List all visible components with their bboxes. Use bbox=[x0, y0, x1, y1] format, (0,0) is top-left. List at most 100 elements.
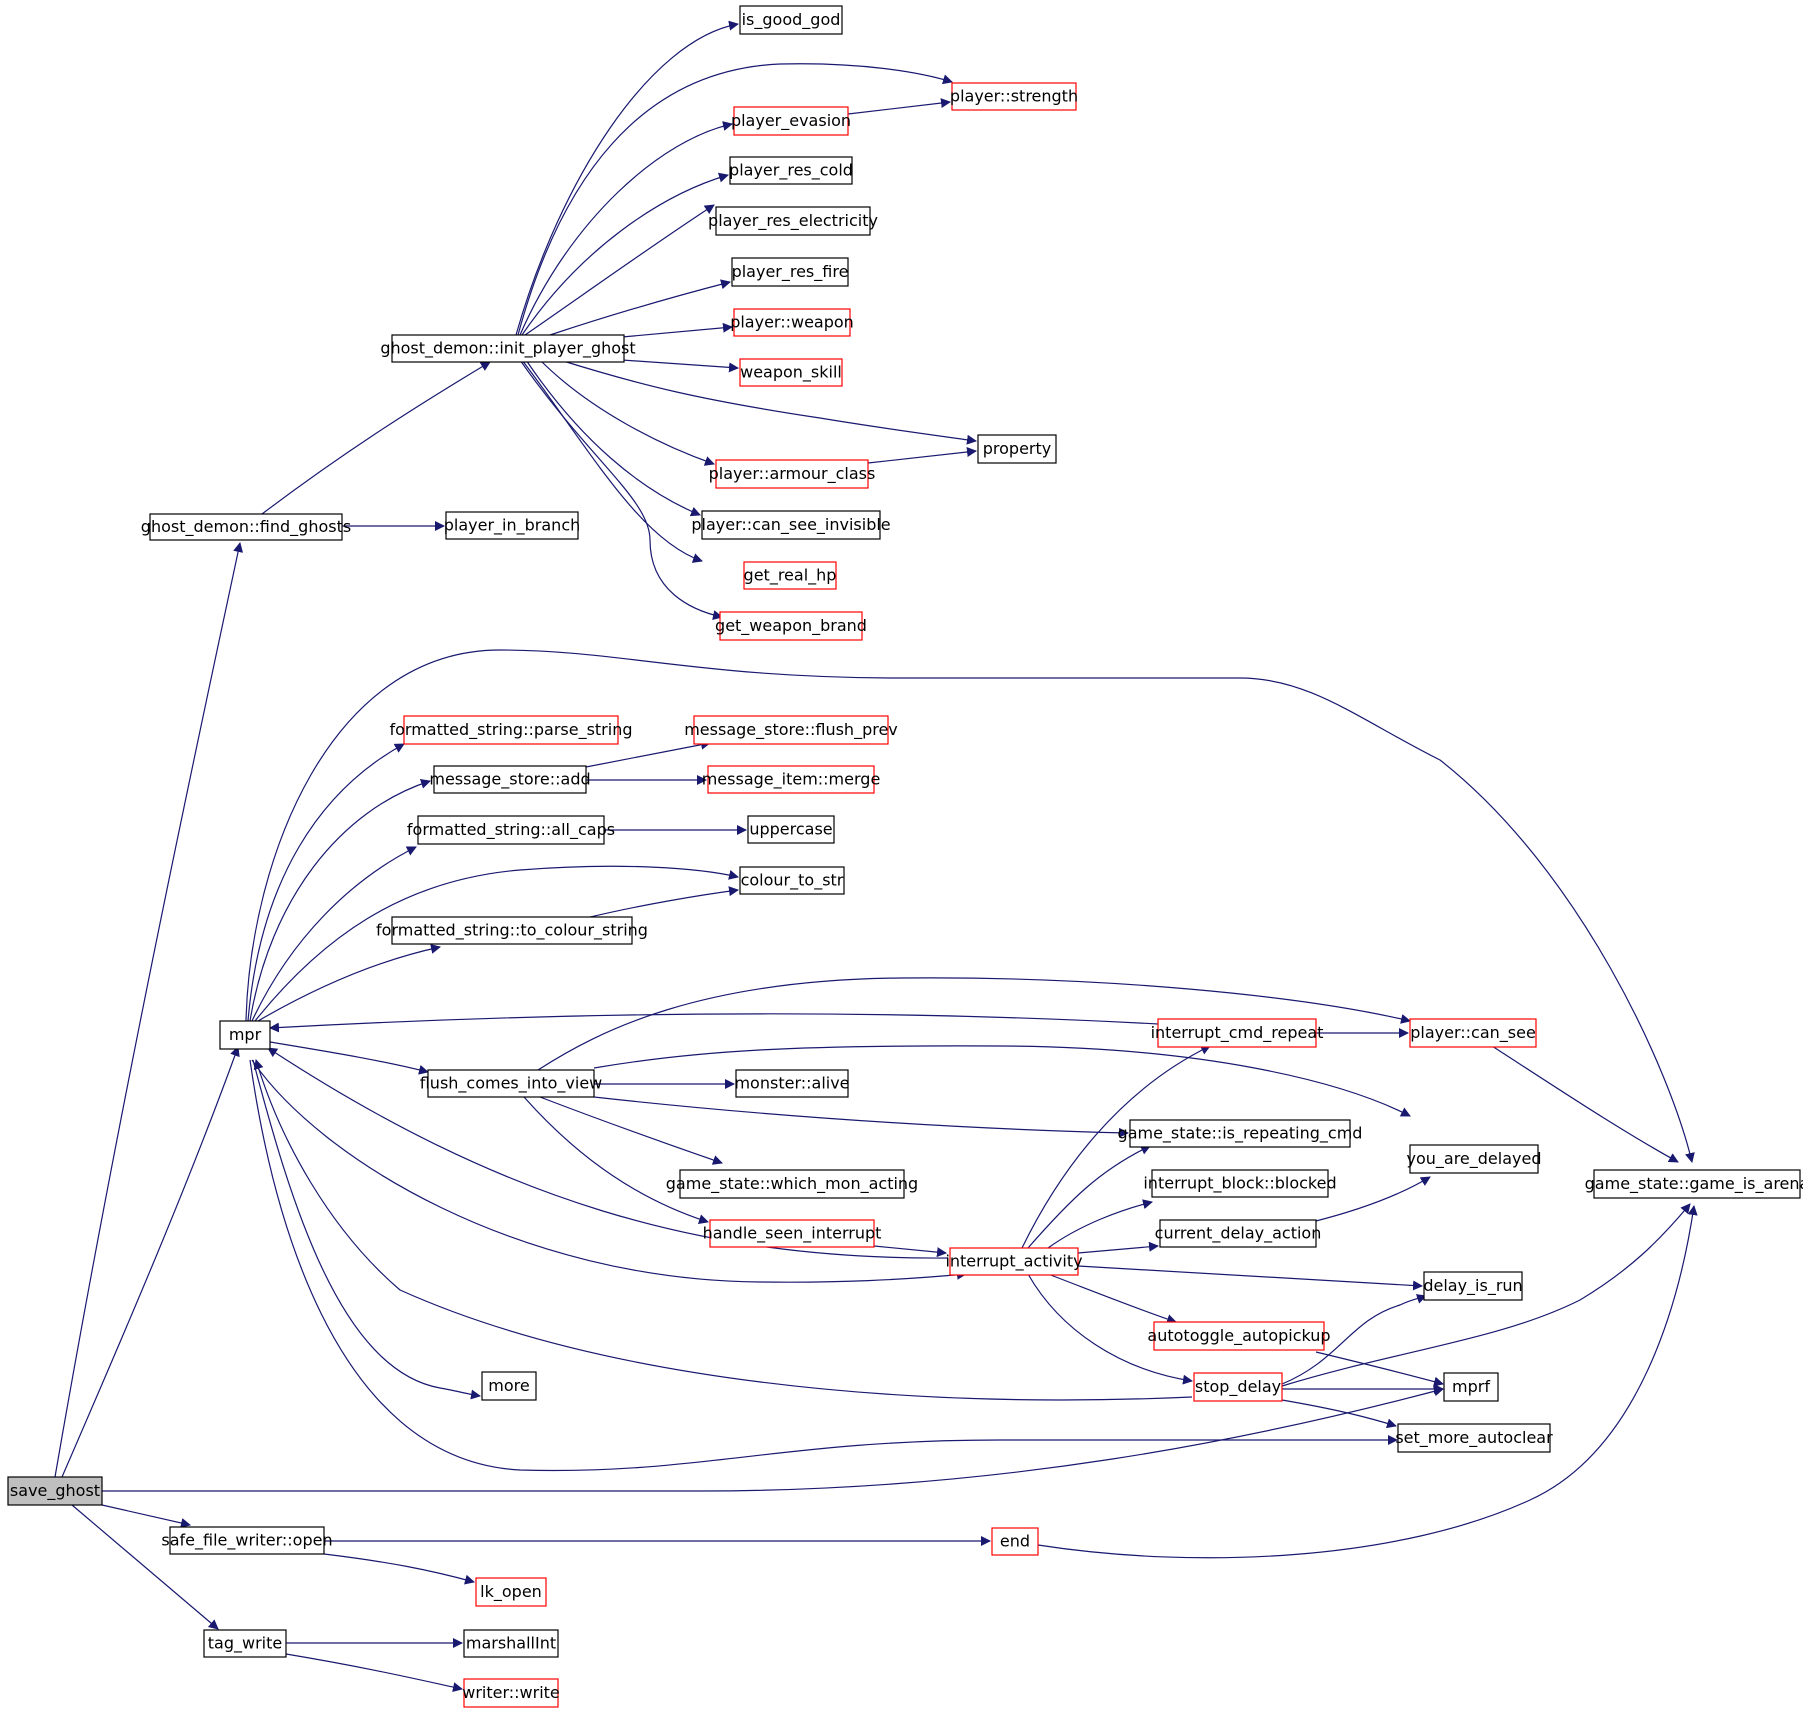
node-box bbox=[747, 815, 835, 844]
node-box bbox=[739, 5, 843, 35]
node-player-res-cold[interactable]: player_res_cold bbox=[729, 156, 853, 185]
node-player-armour-class[interactable]: player::armour_class bbox=[709, 459, 876, 489]
node-get-weapon-brand[interactable]: get_weapon_brand bbox=[715, 611, 867, 641]
edge-save-ghost-to-mprf bbox=[102, 1386, 1444, 1492]
node-autotoggle-autopickup[interactable]: autotoggle_autopickup bbox=[1147, 1321, 1331, 1351]
edge-player-armour-class-to-property bbox=[867, 447, 977, 464]
node-player-evasion[interactable]: player_evasion bbox=[731, 106, 851, 136]
node-box bbox=[417, 815, 605, 845]
node-label: mprf bbox=[1452, 1377, 1490, 1396]
node-player-in-branch[interactable]: player_in_branch bbox=[444, 511, 581, 540]
node-all-caps[interactable]: formatted_string::all_caps bbox=[407, 815, 615, 845]
node-box bbox=[1159, 1219, 1317, 1248]
node-current-delay-action[interactable]: current_delay_action bbox=[1155, 1219, 1322, 1248]
edge-interrupt-activity-to-current-delay-action bbox=[1077, 1241, 1159, 1254]
edge-ipg-to-weapon-skill bbox=[621, 359, 739, 373]
node-flush-comes-into-view[interactable]: flush_comes_into_view bbox=[420, 1069, 603, 1098]
edge-ipg-to-player-can-see-invisible bbox=[525, 359, 701, 517]
node-interrupt-cmd-repeat[interactable]: interrupt_cmd_repeat bbox=[1151, 1018, 1324, 1048]
node-message-store-add[interactable]: message_store::add bbox=[429, 765, 591, 794]
node-box bbox=[1409, 1018, 1537, 1048]
node-sfw-open[interactable]: safe_file_writer::open bbox=[161, 1526, 333, 1555]
node-box bbox=[733, 308, 851, 337]
node-to-colour-string[interactable]: formatted_string::to_colour_string bbox=[376, 916, 648, 945]
edge-flush-to-you-are-delayed bbox=[593, 1045, 1411, 1117]
node-uppercase[interactable]: uppercase bbox=[747, 815, 835, 844]
node-delay-is-run[interactable]: delay_is_run bbox=[1423, 1271, 1523, 1301]
node-is-good-god[interactable]: is_good_god bbox=[739, 5, 843, 35]
node-you-are-delayed[interactable]: you_are_delayed bbox=[1407, 1144, 1542, 1174]
node-save-ghost: save_ghost bbox=[7, 1476, 103, 1506]
node-label: delay_is_run bbox=[1423, 1276, 1522, 1296]
edge-interrupt-activity-to-interrupt-cmd-repeat bbox=[1021, 1045, 1211, 1249]
node-message-item-merge[interactable]: message_item::merge bbox=[702, 765, 881, 794]
edge-ipg-to-property bbox=[559, 359, 977, 445]
node-box bbox=[1157, 1018, 1317, 1048]
node-parse-string[interactable]: formatted_string::parse_string bbox=[389, 715, 633, 745]
node-handle-seen-interrupt[interactable]: handle_seen_interrupt bbox=[703, 1219, 882, 1248]
node-monster-alive[interactable]: monster::alive bbox=[734, 1069, 850, 1098]
node-player-res-fire[interactable]: player_res_fire bbox=[731, 257, 849, 287]
edge-interrupt-cmd-repeat-to-mpr bbox=[269, 1013, 1159, 1033]
node-tag-write[interactable]: tag_write bbox=[203, 1629, 287, 1658]
node-box bbox=[709, 1219, 875, 1248]
node-more[interactable]: more bbox=[481, 1371, 537, 1401]
edge-flush-to-which-mon-acting bbox=[539, 1096, 723, 1165]
node-weapon-skill[interactable]: weapon_skill bbox=[739, 358, 843, 387]
node-is-repeating-cmd[interactable]: game_state::is_repeating_cmd bbox=[1118, 1119, 1363, 1148]
node-player-res-electricity[interactable]: player_res_electricity bbox=[708, 206, 878, 236]
node-box bbox=[219, 1020, 271, 1050]
node-flush-prev[interactable]: message_store::flush_prev bbox=[684, 715, 898, 745]
node-set-more-autoclear[interactable]: set_more_autoclear bbox=[1395, 1423, 1553, 1453]
edge-ipg-to-player-res-fire bbox=[549, 279, 731, 336]
node-box bbox=[169, 1526, 325, 1555]
node-label: colour_to_str bbox=[741, 871, 844, 891]
node-marshallInt[interactable]: marshallInt bbox=[463, 1629, 559, 1658]
node-label: is_good_god bbox=[742, 10, 841, 30]
edge-layer bbox=[54, 20, 1698, 1693]
node-interrupt-block-blocked[interactable]: interrupt_block::blocked bbox=[1143, 1169, 1337, 1198]
node-stop-delay[interactable]: stop_delay bbox=[1193, 1372, 1283, 1402]
node-box bbox=[733, 106, 849, 136]
node-label: you_are_delayed bbox=[1407, 1149, 1542, 1169]
node-find-ghosts[interactable]: ghost_demon::find_ghosts bbox=[141, 513, 351, 541]
node-box bbox=[735, 1069, 849, 1098]
node-label: weapon_skill bbox=[740, 363, 842, 383]
node-interrupt-activity[interactable]: interrupt_activity bbox=[945, 1247, 1083, 1276]
node-writer-write[interactable]: writer::write bbox=[462, 1678, 560, 1708]
node-label: player::armour_class bbox=[709, 464, 876, 484]
node-player-strength[interactable]: player::strength bbox=[950, 82, 1078, 111]
node-player-can-see-invisible[interactable]: player::can_see_invisible bbox=[691, 510, 891, 540]
node-box bbox=[427, 1069, 595, 1098]
node-lk-open[interactable]: lk_open bbox=[475, 1577, 547, 1607]
node-label: player_evasion bbox=[731, 111, 851, 131]
node-label: uppercase bbox=[749, 820, 832, 839]
node-end[interactable]: end bbox=[991, 1527, 1039, 1556]
edge-save-ghost-to-find-ghosts bbox=[54, 542, 244, 1478]
node-box bbox=[715, 459, 869, 489]
node-get-real-hp[interactable]: get_real_hp bbox=[743, 561, 837, 590]
node-label: current_delay_action bbox=[1155, 1224, 1322, 1244]
node-which-mon-acting[interactable]: game_state::which_mon_acting bbox=[666, 1169, 918, 1199]
node-label: player_res_electricity bbox=[708, 211, 878, 231]
node-mprf[interactable]: mprf bbox=[1443, 1372, 1499, 1402]
node-player-weapon[interactable]: player::weapon bbox=[730, 308, 854, 337]
edge-stop-delay-to-delay-is-run bbox=[1281, 1294, 1427, 1385]
node-init-player-ghost[interactable]: ghost_demon::init_player_ghost bbox=[380, 334, 636, 363]
node-player-can-see[interactable]: player::can_see bbox=[1409, 1018, 1537, 1048]
node-label: interrupt_block::blocked bbox=[1143, 1174, 1336, 1194]
node-game-is-arena[interactable]: game_state::game_is_arena bbox=[1585, 1169, 1803, 1199]
node-label: save_ghost bbox=[10, 1481, 100, 1501]
node-mpr[interactable]: mpr bbox=[219, 1020, 271, 1050]
edge-mpr-to-interrupt-activity bbox=[251, 1059, 967, 1283]
node-label: player_res_cold bbox=[729, 161, 853, 181]
node-label: interrupt_activity bbox=[945, 1252, 1082, 1272]
node-property[interactable]: property bbox=[977, 434, 1057, 464]
node-label: player::can_see bbox=[1410, 1023, 1536, 1043]
node-box bbox=[463, 1678, 559, 1708]
node-box bbox=[433, 765, 587, 794]
node-colour-to-str[interactable]: colour_to_str bbox=[739, 866, 845, 895]
edge-ipg-to-player-armour-class bbox=[539, 359, 715, 466]
node-label: property bbox=[983, 439, 1052, 458]
